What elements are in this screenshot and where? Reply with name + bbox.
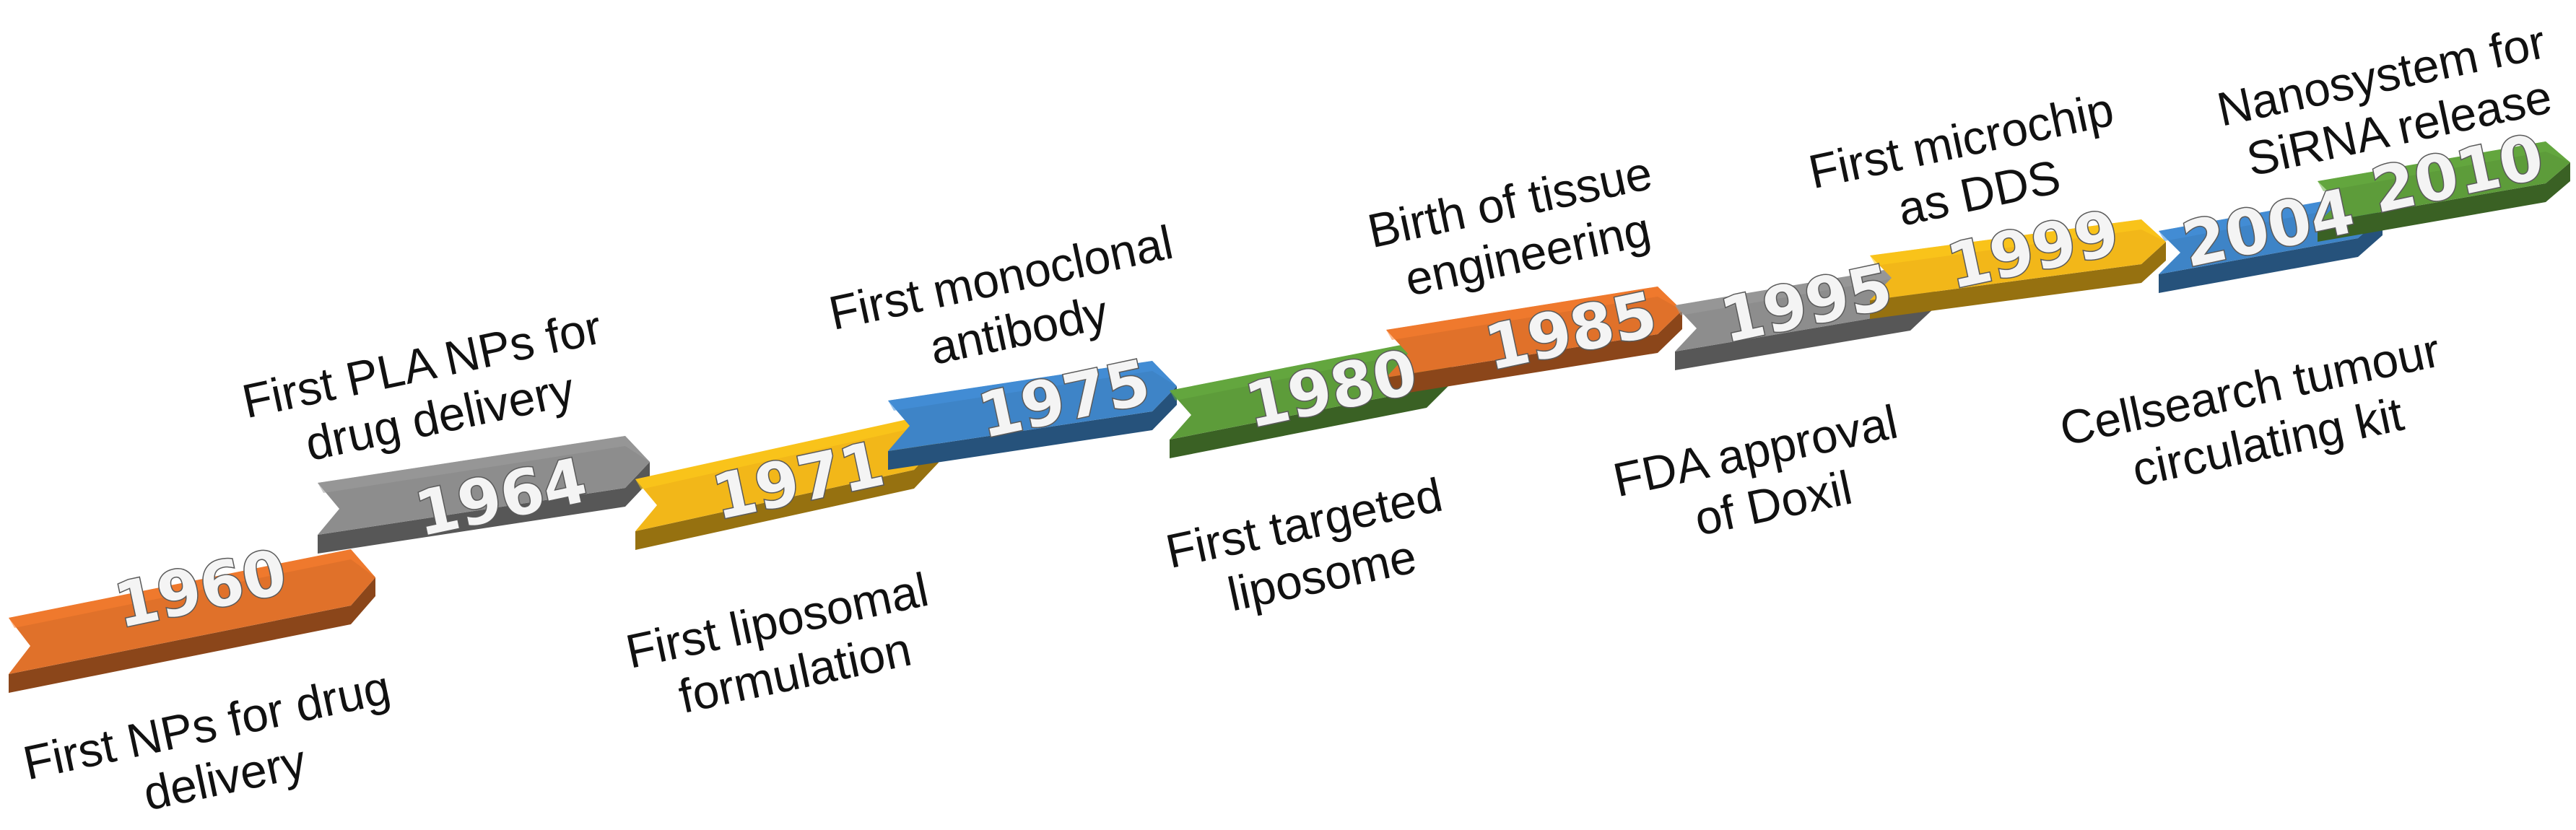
label-2010: Nanosystem for SiRNA release [2213, 12, 2575, 190]
timeline-arrow-2010 [2318, 141, 2570, 242]
arrow-highlight-2010 [2318, 141, 2570, 191]
arrow-highlight-1975 [888, 361, 1177, 411]
label-1980: First targeted liposome [1161, 465, 1471, 632]
arrow-side-1985 [1386, 310, 1682, 396]
year-1985: 1985 [1479, 279, 1663, 385]
timeline-arrow-1999 [1870, 219, 2166, 319]
arrow-face-1975 [888, 361, 1177, 451]
arrow-face-2010 [2318, 141, 2570, 223]
timeline-arrow-1960 [9, 549, 375, 693]
year-1971: 1971 [707, 428, 891, 535]
label-2004: Cellsearch tumour circulating kit [2055, 320, 2469, 510]
timeline-arrow-1971 [635, 418, 939, 550]
arrow-side-1971 [635, 444, 939, 550]
arrow-highlight-1999 [1870, 219, 2166, 266]
arrow-face-1971 [635, 418, 939, 531]
timeline-arrow-1985 [1386, 287, 1682, 396]
arrow-side-1975 [888, 386, 1177, 470]
timeline-arrows [9, 141, 2570, 693]
arrow-side-1999 [1870, 242, 2166, 319]
arrow-highlight-1995 [1675, 266, 1935, 315]
label-1960: First NPs for drug delivery [19, 658, 419, 830]
arrow-face-1964 [318, 436, 650, 535]
arrow-face-1985 [1386, 287, 1682, 377]
arrow-side-1980 [1170, 364, 1451, 458]
arrow-side-2004 [2159, 217, 2383, 293]
arrow-face-1999 [1870, 219, 2166, 300]
arrow-face-1960 [9, 549, 375, 674]
arrow-side-2010 [2318, 162, 2570, 242]
arrow-highlight-1980 [1170, 340, 1451, 401]
label-1995: FDA approval of Doxil [1609, 392, 1926, 561]
arrow-side-1960 [9, 577, 375, 693]
arrow-highlight-1971 [635, 418, 939, 489]
timeline-arrow-1975 [888, 361, 1177, 470]
timeline-arrow-1964 [318, 436, 650, 554]
timeline-arrow-1980 [1170, 340, 1451, 458]
label-1971: First liposomal formulation [621, 559, 957, 732]
arrow-side-1995 [1675, 289, 1935, 370]
arrow-face-1980 [1170, 340, 1451, 440]
year-1964: 1964 [409, 445, 593, 551]
arrow-highlight-1964 [318, 436, 650, 493]
arrow-highlight-1985 [1386, 287, 1682, 340]
arrow-highlight-1960 [9, 549, 375, 628]
arrow-side-1964 [318, 462, 650, 554]
year-1980: 1980 [1240, 336, 1424, 443]
timeline-arrow-1995 [1675, 266, 1935, 370]
arrow-face-1995 [1675, 266, 1935, 351]
arrow-highlight-2004 [2159, 195, 2383, 241]
